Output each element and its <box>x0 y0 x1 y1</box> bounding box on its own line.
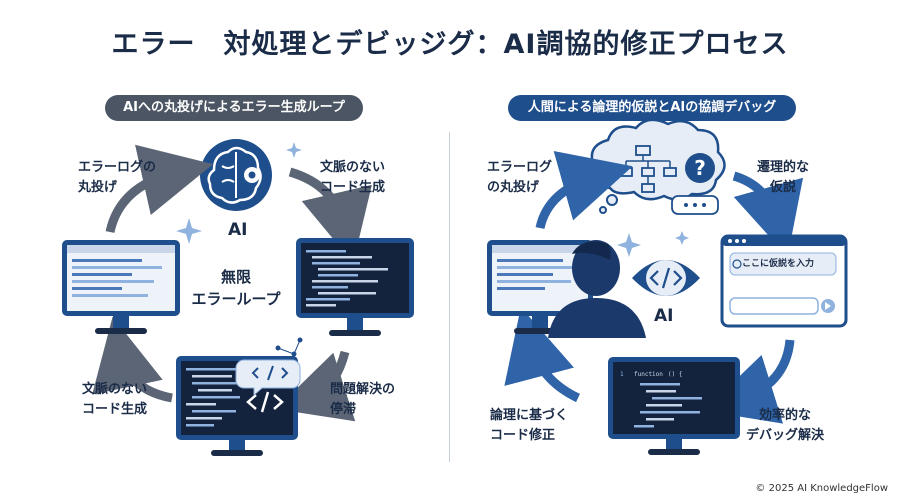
panel-divider <box>449 132 450 462</box>
left-label-error-log: エラーログの 丸投げ <box>78 160 157 195</box>
right-label-code-fix: 論理に基づく コード修正 <box>490 408 569 443</box>
cycle-arrow <box>288 167 372 264</box>
monitor-left-panel-2 <box>296 238 414 336</box>
right-label-hypothesis: 遷理的な 仮説 <box>756 160 809 195</box>
hypothesis-input-placeholder: ここに仮説を入力 <box>742 259 815 269</box>
left-label-code-gen-top: 文脈のない コード生成 <box>320 160 386 195</box>
left-label-stagnation: 問題解決の 停滞 <box>330 382 396 417</box>
svg-text:() {: () { <box>668 371 682 378</box>
cycle-arrow <box>92 316 173 403</box>
monitor-right-panel-1 <box>487 240 593 334</box>
cycle-arrow <box>504 307 581 403</box>
cycle-arrow <box>105 144 214 234</box>
cycle-arrow <box>275 350 356 422</box>
monitor-left-panel-1 <box>62 240 180 334</box>
sparkle-icon <box>675 231 689 245</box>
svg-text:1: 1 <box>620 371 624 378</box>
code-keyword: function <box>634 371 663 378</box>
cycle-arrow <box>703 339 795 424</box>
cycle-arrow <box>732 171 804 257</box>
left-label-code-gen-bottom: 文脈のない コード生成 <box>82 382 148 417</box>
question-icon <box>685 153 715 183</box>
right-panel-header: 人間による論理的仮説とAIの協調デバッグ <box>508 95 796 121</box>
right-ai-label: AI <box>654 306 674 326</box>
copyright-footer: © 2025 AI KnowledgeFlow <box>755 483 888 494</box>
svg-text:?: ? <box>694 156 706 180</box>
sparkle-icon <box>617 233 641 257</box>
person-silhouette-icon <box>548 240 646 338</box>
code-speech-bubble-icon <box>235 337 303 397</box>
brain-gear-icon <box>200 139 272 211</box>
monitor-right-panel-2: 1 function () { <box>608 357 740 455</box>
hypothesis-chat-window <box>720 234 848 328</box>
sparkle-icon <box>176 218 202 244</box>
code-brackets-icon <box>246 391 284 413</box>
left-ai-label: AI <box>228 220 248 240</box>
code-eye-icon <box>632 260 700 296</box>
right-label-error-log: エラーログ の丸投げ <box>487 160 553 195</box>
cycle-arrow <box>535 151 633 230</box>
right-label-efficient-debug: 効率的な デバッグ解決 <box>745 408 824 443</box>
left-panel-header: AIへの丸投げによるエラー生成ループ <box>105 95 363 121</box>
sparkle-icon <box>286 142 302 158</box>
infinite-loop-label: 無限 エラーループ <box>191 268 281 308</box>
thought-cloud-icon: ? <box>590 118 726 215</box>
page-title: エラー 対処理とデビッジグ：AI調協的修正プロセス <box>111 29 789 60</box>
